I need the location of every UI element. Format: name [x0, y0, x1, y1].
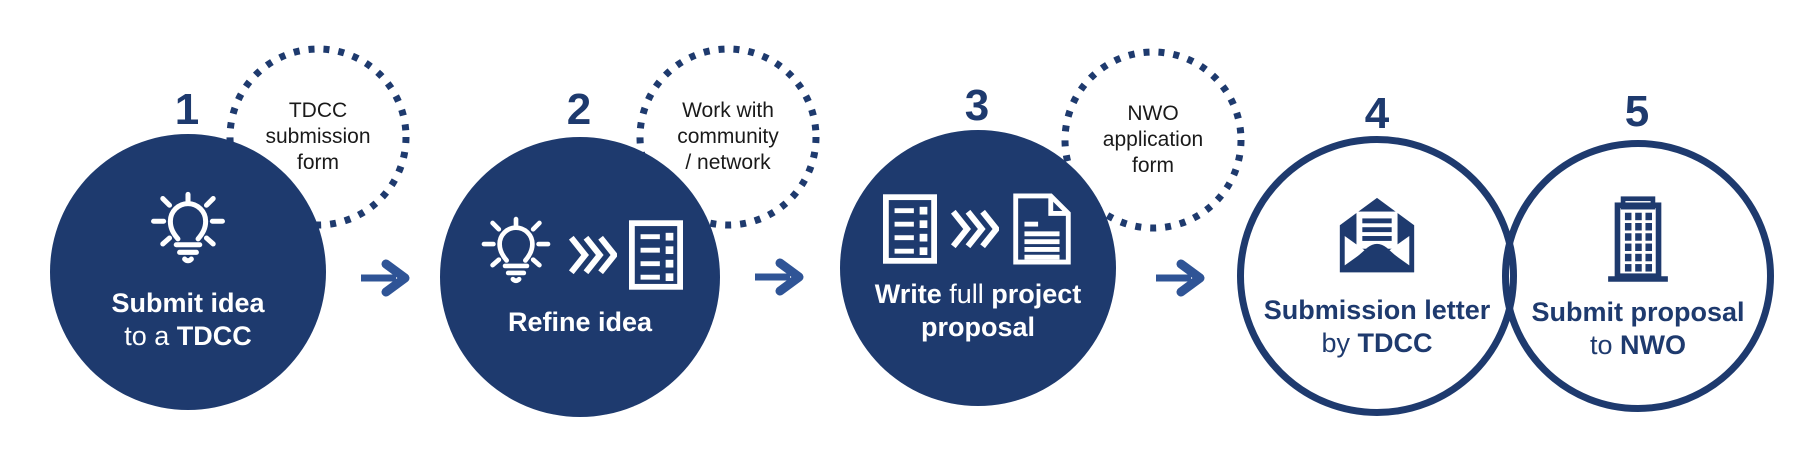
note-line: application — [1102, 128, 1204, 151]
step-3-icons — [883, 192, 1073, 266]
note-line: submission — [265, 125, 371, 148]
note-line: NWO — [1127, 102, 1179, 125]
step-3-label: Write full project proposal — [875, 278, 1082, 344]
step-circle-1: Submit idea to a TDCC — [50, 134, 326, 410]
form-icon — [629, 219, 683, 290]
note-line: form — [1132, 154, 1174, 177]
note-text: NWO application form — [1061, 48, 1245, 232]
note-bubble-nwo-application-form: NWO application form — [1061, 48, 1245, 232]
label-text-bold: TDCC — [1357, 328, 1433, 358]
label-text-regular: by — [1321, 328, 1350, 358]
arrow-right-icon — [1156, 259, 1205, 297]
step-circle-5: Submit proposal to NWO — [1502, 140, 1774, 412]
label-text-bold: project — [991, 279, 1082, 309]
note-line: TDCC — [288, 99, 348, 122]
label-text-bold: Submit idea — [111, 288, 265, 318]
step-number-4: 4 — [1364, 89, 1390, 138]
step-number-2: 2 — [566, 85, 592, 134]
note-line: Work with — [682, 99, 774, 122]
step-1-label: Submit idea to a TDCC — [111, 287, 264, 353]
step-number-3: 3 — [964, 81, 990, 130]
triple-chevron-icon — [950, 209, 999, 249]
label-text-regular: to a — [124, 321, 170, 351]
step-4-icons — [1332, 192, 1422, 282]
note-bubble-work-with-community: Work with community / network — [636, 45, 820, 229]
note-line: / network — [685, 151, 771, 174]
arrow-right-icon — [755, 258, 804, 296]
note-text: TDCC submission form — [226, 45, 410, 229]
open-envelope-letter-icon — [1339, 197, 1415, 273]
step-number-1: 1 — [174, 85, 200, 134]
note-line: community — [677, 125, 779, 148]
label-text-bold: Write — [874, 279, 942, 309]
triple-chevron-icon — [568, 235, 617, 274]
arrow-right-icon — [361, 259, 410, 297]
label-text-bold: NWO — [1620, 330, 1686, 360]
form-icon — [883, 194, 937, 264]
note-text: Work with community / network — [636, 45, 820, 229]
label-text-bold: Submit proposal — [1531, 297, 1745, 327]
document-icon — [1013, 193, 1071, 265]
label-text-bold: proposal — [920, 312, 1035, 342]
label-text-regular: to — [1589, 330, 1613, 360]
label-text-bold: TDCC — [176, 321, 252, 351]
step-circle-3: Write full project proposal — [840, 130, 1116, 406]
label-text-bold: Submission letter — [1263, 295, 1491, 325]
step-2-label: Refine idea — [508, 306, 652, 339]
step-1-icons — [146, 191, 230, 275]
label-text-regular: full — [949, 279, 984, 309]
dotted-circle-icon — [636, 45, 820, 229]
dotted-circle-icon — [1061, 48, 1245, 232]
lightbulb-icon — [481, 216, 551, 283]
step-circle-2: Refine idea — [440, 137, 720, 417]
note-line: form — [297, 151, 339, 174]
step-5-icons — [1596, 190, 1680, 284]
step-number-5: 5 — [1624, 87, 1650, 136]
step-circle-4: Submission letter by TDCC — [1237, 136, 1517, 416]
step-2-icons — [477, 216, 683, 294]
step-4-label: Submission letter by TDCC — [1264, 294, 1491, 360]
label-text-bold: Refine idea — [507, 306, 653, 337]
lightbulb-icon — [151, 191, 225, 264]
step-5-label: Submit proposal to NWO — [1531, 296, 1744, 362]
office-building-icon — [1608, 196, 1668, 282]
